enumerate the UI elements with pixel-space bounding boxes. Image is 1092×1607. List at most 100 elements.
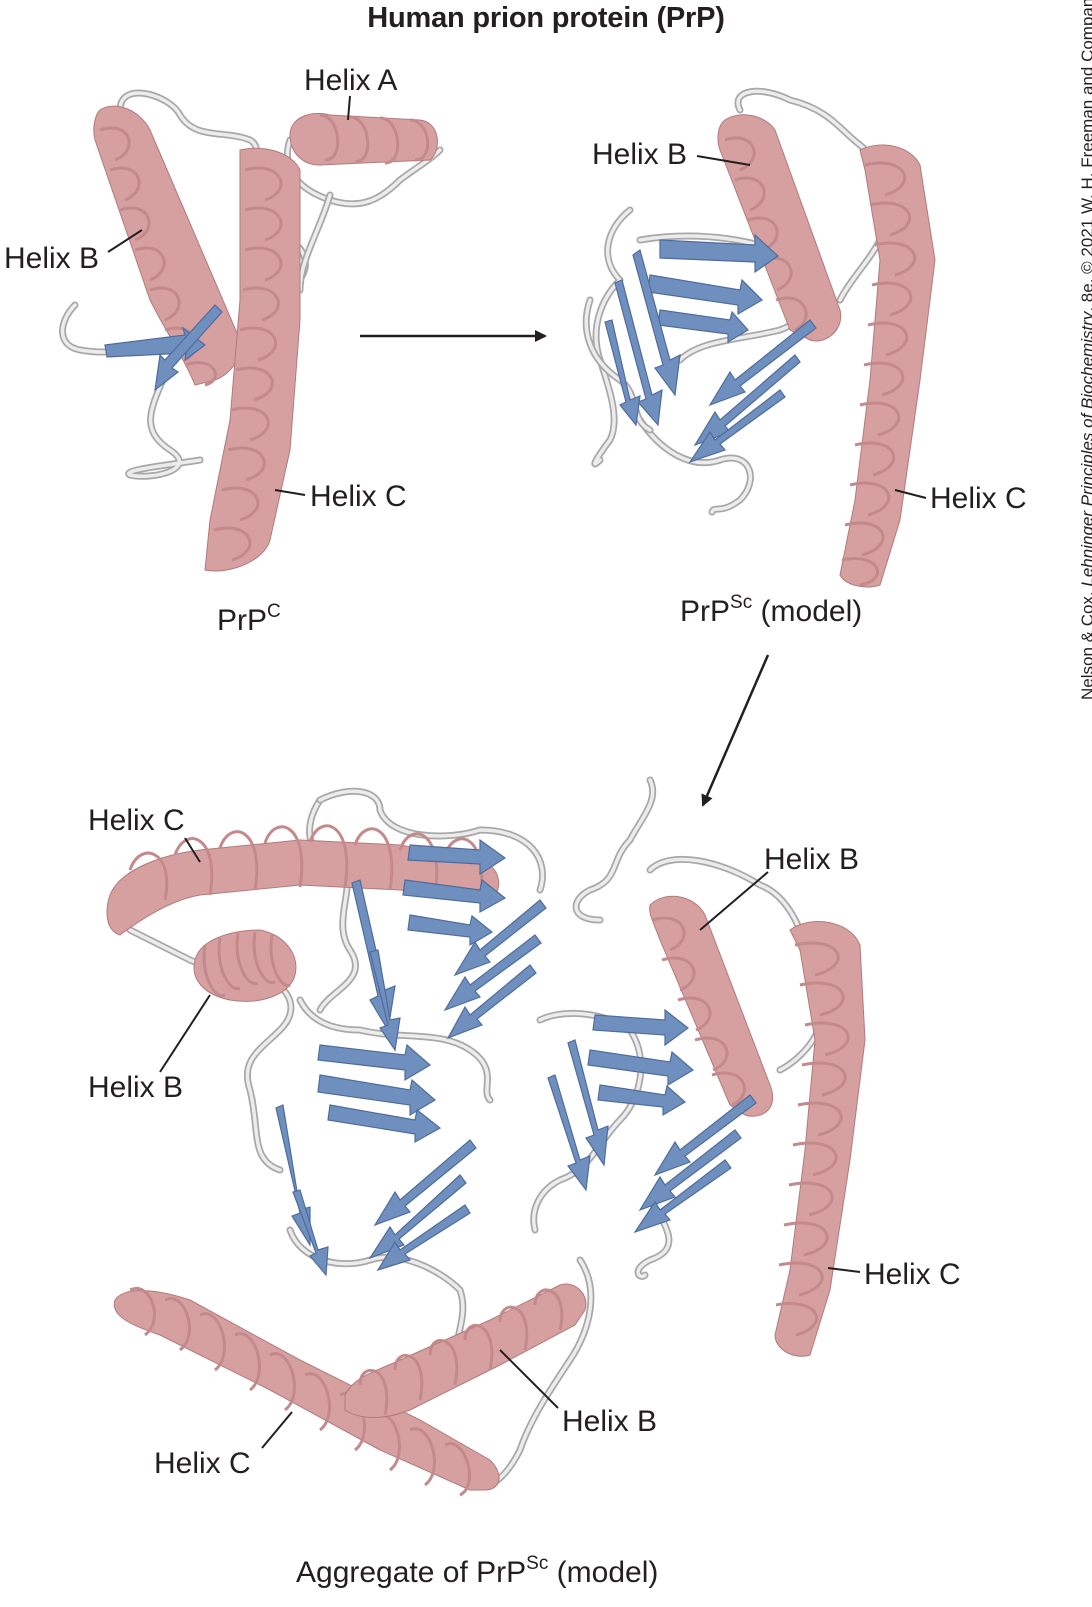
aggregate-beta-strand bbox=[597, 1084, 687, 1117]
prpc-loop bbox=[126, 373, 202, 479]
aggregate-helix-c-top-label: Helix C bbox=[88, 804, 185, 837]
aggregate-beta-strand bbox=[317, 1043, 432, 1082]
figure-title: Human prion protein (PrP) bbox=[367, 2, 725, 34]
aggregate-helix-c-right-coil bbox=[775, 941, 850, 1337]
prpc-helix-a-coil bbox=[319, 113, 430, 165]
credit-authors: Nelson & Cox, bbox=[1078, 591, 1092, 700]
prpc-helix-a bbox=[289, 113, 438, 166]
aggregate-helix-c-top-coil bbox=[128, 824, 484, 901]
prpsc-helix-b-coil bbox=[724, 136, 808, 332]
aggregate-beta-strand bbox=[368, 1174, 467, 1260]
aggregate-loop bbox=[318, 789, 545, 892]
aggregate-caption-suffix: (model) bbox=[548, 1556, 659, 1589]
prpsc-beta-strand bbox=[657, 309, 749, 344]
prpc-helix-c-leader bbox=[274, 489, 306, 496]
prpsc-caption-sup: Sc bbox=[730, 592, 753, 613]
prpsc-loop bbox=[638, 418, 752, 514]
aggregate-beta-strand bbox=[653, 1094, 757, 1177]
prpsc-beta-strand bbox=[688, 389, 786, 464]
aggregate-loop bbox=[298, 998, 492, 1102]
aggregate-helix-b-left-coil bbox=[202, 931, 291, 998]
prpc-caption-main: PrP bbox=[217, 604, 268, 637]
prpsc-beta-strand bbox=[604, 319, 641, 427]
prpsc-beta-strand bbox=[693, 354, 801, 447]
aggregate-beta-strand bbox=[407, 838, 507, 876]
aggregate-loop bbox=[572, 776, 657, 924]
prpc-helix-c-label: Helix C bbox=[310, 480, 407, 513]
prpsc-helix-c bbox=[839, 144, 936, 588]
prpc-helix-a-leader bbox=[347, 95, 351, 121]
aggregate-beta-strand bbox=[592, 1008, 689, 1047]
aggregate-helix-c-right-label: Helix C bbox=[864, 1258, 961, 1291]
credit-edition: , 8e, © 2021 W. H. Freeman and Company bbox=[1078, 0, 1092, 312]
aggregate-beta-strand bbox=[369, 949, 401, 1052]
aggregate-beta-strand bbox=[446, 964, 537, 1040]
prpsc-beta-strand bbox=[659, 233, 779, 274]
prpc-caption: PrPC bbox=[217, 602, 281, 637]
aggregate-helix-b-left-label: Helix B bbox=[88, 1071, 184, 1104]
prpc-beta-strand bbox=[154, 304, 223, 392]
aggregate-helix-c-right bbox=[774, 921, 866, 1357]
aggregate-loop bbox=[530, 1009, 645, 1234]
aggregate-helix-b-left-leader bbox=[159, 994, 211, 1073]
prpc-helix-b bbox=[93, 105, 242, 386]
prpsc-beta-strand bbox=[632, 249, 681, 397]
aggregate-loop bbox=[488, 1258, 593, 1487]
aggregate-caption-main: Aggregate of PrP bbox=[296, 1556, 527, 1589]
aggregate-helix-c-top-leader bbox=[184, 837, 201, 863]
prpc-helix-b-coil bbox=[99, 126, 217, 387]
aggregate-beta-strand bbox=[402, 878, 507, 914]
prpc-helix-a-label: Helix A bbox=[304, 64, 398, 97]
prpsc-loop bbox=[736, 89, 886, 302]
aggregate-beta-strand bbox=[443, 934, 542, 1012]
aggregate-caption: Aggregate of PrPSc (model) bbox=[296, 1554, 659, 1589]
prpc-helix-b-leader bbox=[107, 229, 143, 253]
prpc-structure bbox=[59, 89, 444, 572]
prpc-caption-sup: C bbox=[267, 601, 281, 622]
aggregate-beta-strand bbox=[327, 1104, 442, 1144]
aggregate-beta-strand bbox=[547, 1074, 591, 1192]
aggregate-beta-strand bbox=[633, 1159, 732, 1234]
aggregate-beta-strand bbox=[292, 1189, 329, 1277]
prpsc-beta-strand bbox=[614, 279, 663, 427]
credit-book-title: Lehninger Principles of Biochemistry bbox=[1078, 311, 1092, 587]
aggregate-helix-b-right bbox=[649, 895, 774, 1117]
prpc-loop bbox=[298, 193, 332, 292]
prpsc-helix-b bbox=[717, 114, 842, 342]
aggregate-loop bbox=[532, 1011, 643, 1232]
aggregate-beta-strand bbox=[373, 1139, 477, 1227]
prpc-helix-b-label: Helix B bbox=[4, 242, 100, 275]
prpsc-beta-strand bbox=[708, 319, 817, 407]
aggregate-structure bbox=[106, 776, 866, 1497]
copyright-credit: Nelson & Cox, Lehninger Principles of Bi… bbox=[1078, 0, 1092, 700]
aggregate-loop bbox=[574, 778, 655, 922]
prpsc-caption-main: PrP bbox=[680, 595, 731, 628]
aggregate-helix-b-right-leader bbox=[699, 871, 769, 931]
prpsc-helix-b-label: Helix B bbox=[592, 138, 688, 171]
prpsc-beta-strand bbox=[647, 274, 763, 316]
aggregate-helix-c-bottom bbox=[113, 1290, 500, 1491]
aggregate-helix-b-bottom-leader bbox=[499, 1349, 559, 1409]
prpsc-caption: PrPSc (model) bbox=[680, 593, 863, 628]
prpsc-structure bbox=[582, 87, 936, 588]
aggregate-helix-b-right-label: Helix B bbox=[764, 843, 860, 876]
aggregate-loop bbox=[128, 928, 293, 1172]
prpsc-helix-c-label: Helix C bbox=[930, 482, 1027, 515]
aggregate-helix-c-right-leader bbox=[827, 1267, 861, 1273]
prpsc-helix-c-coil bbox=[841, 161, 917, 587]
aggregate-helix-b-bottom-label: Helix B bbox=[562, 1405, 658, 1438]
prpsc-caption-suffix: (model) bbox=[752, 595, 863, 628]
aggregate-beta-strand bbox=[453, 899, 547, 977]
aggregate-caption-sup: Sc bbox=[526, 1553, 549, 1574]
aggregate-beta-strand bbox=[567, 1039, 609, 1167]
aggregate-helix-c-bottom-leader bbox=[261, 1411, 293, 1449]
aggregate-beta-strand bbox=[407, 914, 494, 947]
prpc-helix-c-coil bbox=[213, 166, 283, 562]
aggregate-helix-b-left bbox=[193, 929, 297, 1002]
prpsc-helix-b-leader bbox=[696, 155, 751, 166]
aggregate-helix-b-bottom-coil bbox=[358, 1288, 564, 1416]
aggregate-helix-c-bottom-label: Helix C bbox=[154, 1447, 251, 1480]
aggregate-beta-strand bbox=[638, 1129, 742, 1212]
